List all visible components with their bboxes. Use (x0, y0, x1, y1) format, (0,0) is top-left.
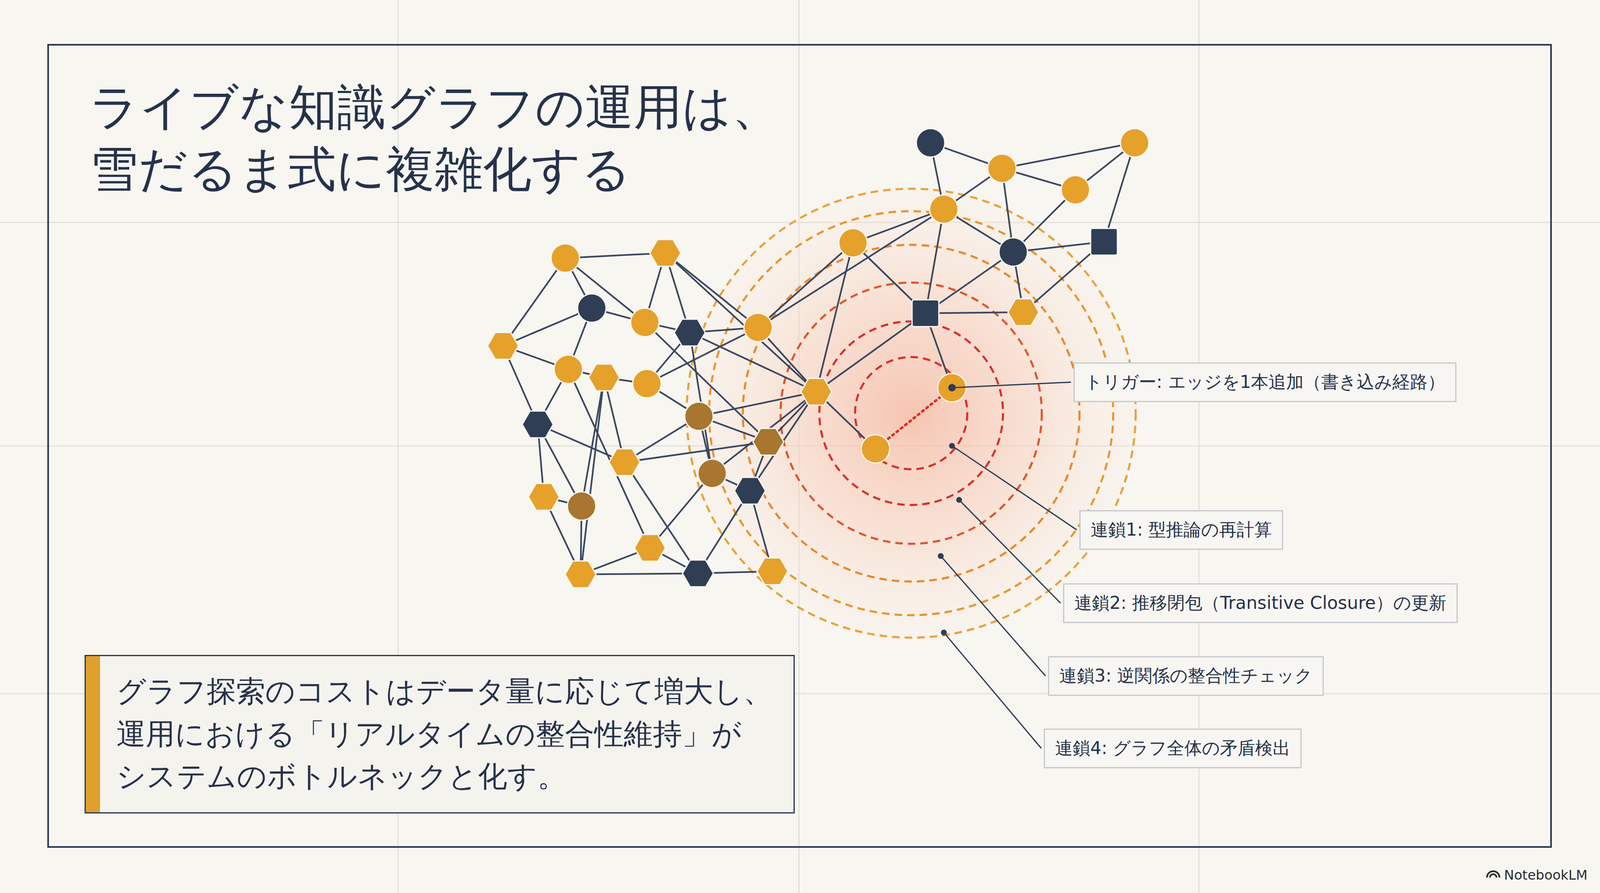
summary-box: グラフ探索のコストはデータ量に応じて増大し、 運用における「リアルタイムの整合性… (84, 654, 795, 814)
ripple-ring (780, 282, 1042, 544)
accent-bar (85, 656, 101, 813)
logo-arc (1486, 871, 1500, 878)
graph-vertex (588, 364, 620, 391)
callout-text: 連鎖3: 逆関係の整合性チェック (1059, 664, 1313, 688)
graph-vertex (734, 477, 766, 505)
graph-edge (568, 369, 650, 549)
callout-box: 連鎖2: 推移閉包（Transitive Closure）の更新 (1063, 583, 1458, 624)
graph-vertex (1007, 298, 1039, 326)
graph-vertex (698, 459, 727, 488)
graph-edge (757, 242, 853, 328)
graph-edge (698, 391, 817, 417)
graph-vertex (752, 428, 784, 456)
leader-dot (949, 384, 956, 391)
knowledge-graph (487, 128, 1149, 588)
graph-edge (816, 313, 926, 392)
graph-vertex (522, 410, 554, 438)
graph-vertex (1090, 228, 1118, 256)
graph-vertex (987, 154, 1017, 183)
graph-edge (565, 258, 645, 323)
callout-text: 連鎖4: グラフ全体の矛盾検出 (1055, 737, 1291, 761)
graph-edge (712, 391, 817, 474)
slide-frame (48, 44, 1552, 848)
leader-line (940, 556, 1046, 677)
graph-vertex (630, 308, 660, 337)
graph-vertex (649, 239, 681, 267)
graph-edge (925, 209, 944, 314)
callout-box: トリガー: エッジを1本追加（書き込み経路） (1073, 362, 1457, 403)
leader-dot (949, 442, 956, 449)
graph-vertex (1120, 128, 1149, 157)
logo-arc (1489, 874, 1497, 878)
graph-edge (665, 253, 759, 328)
graph-edge (624, 441, 769, 463)
callout-box: 連鎖1: 型推論の再計算 (1079, 510, 1284, 550)
summary-text: グラフ探索のコストはデータ量に応じて増大し、 運用における「リアルタイムの整合性… (116, 670, 779, 799)
ripple-ring (708, 211, 1113, 616)
graph-edge (580, 377, 604, 575)
impact-glow (684, 186, 1138, 640)
graph-vertex (565, 561, 596, 589)
graph-vertex (632, 369, 662, 399)
graph-edge (757, 209, 944, 328)
graph-vertex (916, 128, 945, 157)
graph-vertex (800, 378, 832, 406)
graph-vertex (757, 557, 789, 585)
leader-line (959, 500, 1061, 604)
leader-dot (956, 497, 963, 504)
graph-edge (537, 424, 625, 463)
ripple-ring (686, 188, 1136, 638)
graph-vertex (684, 402, 714, 431)
graph-edge (665, 253, 817, 393)
callout-box: 連鎖4: グラフ全体の矛盾検出 (1043, 728, 1302, 769)
graph-vertex (634, 534, 666, 562)
graph-vertex (999, 237, 1028, 267)
graph-vertex (861, 434, 890, 464)
ripple-circles (684, 186, 1138, 640)
graph-vertex (743, 313, 773, 342)
graph-vertex (838, 228, 868, 257)
graph-vertex (487, 332, 519, 360)
leader-line (952, 445, 1077, 530)
graph-edge (689, 332, 817, 392)
graph-vertex (929, 195, 958, 224)
leader-line (952, 382, 1071, 388)
graph-edge (580, 573, 698, 575)
callout-text: 連鎖1: 型推論の再計算 (1090, 518, 1272, 542)
graph-edge (749, 391, 817, 491)
logo-icon (1486, 871, 1500, 878)
graph-vertex (911, 299, 939, 327)
callout-text: トリガー: エッジを1本追加（書き込み経路） (1084, 370, 1446, 394)
leader-dot (940, 629, 947, 636)
callout-text: 連鎖2: 推移閉包（Transitive Closure）の更新 (1074, 591, 1447, 615)
graph-vertex (674, 319, 706, 347)
slide-title: ライブな知識グラフの運用は、 雪だるま式に複雑化する (89, 76, 799, 201)
graph-edge (1001, 142, 1135, 169)
graph-vertex (577, 293, 607, 323)
graph-vertex (1061, 175, 1090, 204)
watermark: NotebookLM (1504, 867, 1588, 884)
graph-vertex (608, 448, 640, 476)
ripple-ring (855, 356, 968, 470)
graph-vertex (567, 491, 596, 521)
graph-vertex (554, 355, 583, 384)
leader-dot (937, 553, 944, 560)
graph-vertex (682, 559, 714, 587)
graph-edge (1104, 142, 1135, 242)
graph-vertex (528, 483, 560, 511)
graph-vertex (551, 243, 580, 273)
ripple-ring (819, 321, 1004, 506)
trigger-dot (948, 383, 956, 392)
callout-box: 連鎖3: 逆関係の整合性チェック (1047, 656, 1324, 696)
leader-line (943, 632, 1042, 749)
